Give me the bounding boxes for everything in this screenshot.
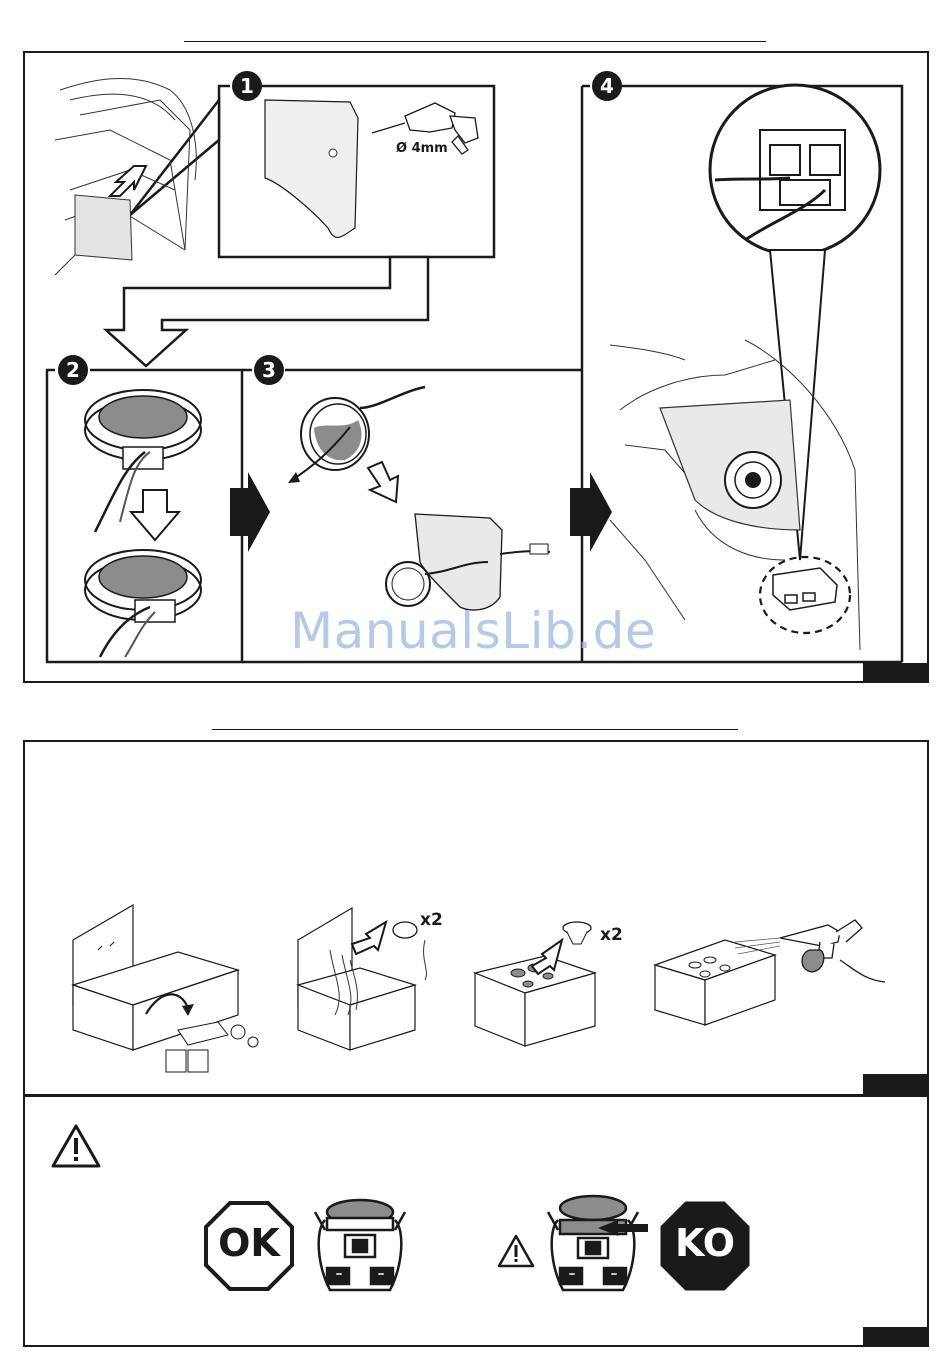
bottom-panel-tab bbox=[863, 1327, 929, 1347]
step1-panel-drill bbox=[220, 88, 480, 258]
packing-box-1 bbox=[68, 890, 288, 1080]
spray-gun-icon bbox=[780, 920, 885, 982]
bottom-panel bbox=[23, 1094, 929, 1347]
clip-correct-illustration bbox=[305, 1190, 415, 1305]
arrow-icon bbox=[368, 462, 398, 502]
car-trunk-illustration bbox=[50, 60, 240, 290]
warning-icon bbox=[50, 1123, 102, 1169]
speaker-icon bbox=[85, 550, 201, 657]
quantity-label: x2 bbox=[600, 925, 623, 945]
step4-connector-zoom bbox=[605, 90, 905, 650]
speaker-icon bbox=[288, 387, 425, 483]
packing-box-4 bbox=[650, 910, 900, 1050]
step2-speaker-wiring bbox=[55, 372, 245, 662]
ok-label: OK bbox=[204, 1221, 294, 1265]
watermark: ManualsLib.de bbox=[290, 602, 656, 660]
warning-icon bbox=[496, 1233, 536, 1269]
amplifier-icon bbox=[773, 568, 837, 610]
ko-label: KO bbox=[660, 1221, 750, 1265]
drill-size-label: Ø 4mm bbox=[396, 141, 448, 156]
middle-panel-tab bbox=[863, 1074, 929, 1094]
quantity-label: x2 bbox=[420, 910, 443, 930]
arrow-icon bbox=[131, 490, 179, 540]
middle-header-rule bbox=[212, 729, 738, 730]
clip-incorrect-illustration bbox=[538, 1190, 648, 1305]
arrow-icon bbox=[110, 166, 146, 196]
arrow-icon bbox=[352, 922, 386, 954]
